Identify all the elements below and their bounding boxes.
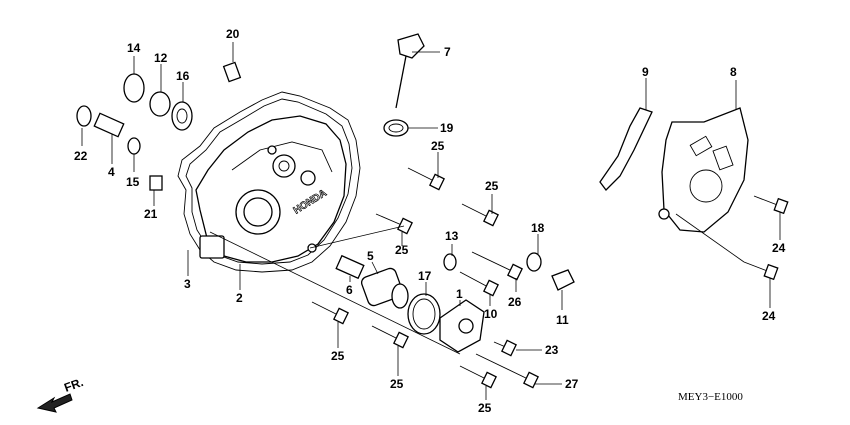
callout: 8 [730, 65, 737, 79]
callout: 25 [478, 401, 492, 415]
callout: 26 [508, 295, 522, 309]
callout: 17 [418, 269, 432, 283]
direction-label: FR. [62, 375, 85, 395]
callout: 20 [226, 27, 240, 41]
callout: 6 [346, 283, 353, 297]
callout: 25 [331, 349, 345, 363]
callout: 5 [367, 249, 374, 263]
cover-gasket [177, 91, 361, 273]
callout: 11 [556, 313, 569, 327]
left-crankcase-cover [195, 115, 347, 263]
callout: 14 [127, 41, 141, 55]
front-direction-arrow [36, 393, 73, 413]
callout: 15 [126, 175, 140, 189]
callout: 12 [154, 51, 168, 65]
plate-gasket [599, 107, 653, 191]
callout: 27 [565, 377, 579, 391]
reference-code: MEY3−E1000 [678, 391, 743, 403]
bolt-group [311, 167, 789, 389]
callout: 4 [108, 165, 115, 179]
callout: 21 [144, 207, 158, 221]
callout: 7 [444, 45, 451, 59]
callout: 25 [431, 139, 445, 153]
callout: 22 [74, 149, 88, 163]
callout: 13 [445, 229, 459, 243]
callout: 25 [390, 377, 404, 391]
callout: 2 [236, 291, 243, 305]
callout-labels: 20 14 12 16 7 22 4 15 21 19 25 25 8 9 3 … [74, 27, 786, 415]
callout: 24 [762, 309, 776, 323]
callout: 3 [184, 277, 191, 291]
callout: 23 [545, 343, 559, 357]
callout: 10 [484, 307, 498, 321]
callout: 16 [176, 69, 190, 83]
callout: 25 [395, 243, 409, 257]
callout: 24 [772, 241, 786, 255]
callout: 25 [485, 179, 499, 193]
callout: 19 [440, 121, 454, 135]
callout: 9 [642, 65, 649, 79]
leader-lines [81, 42, 781, 400]
callout: 18 [531, 221, 545, 235]
callout: 1 [456, 287, 463, 301]
